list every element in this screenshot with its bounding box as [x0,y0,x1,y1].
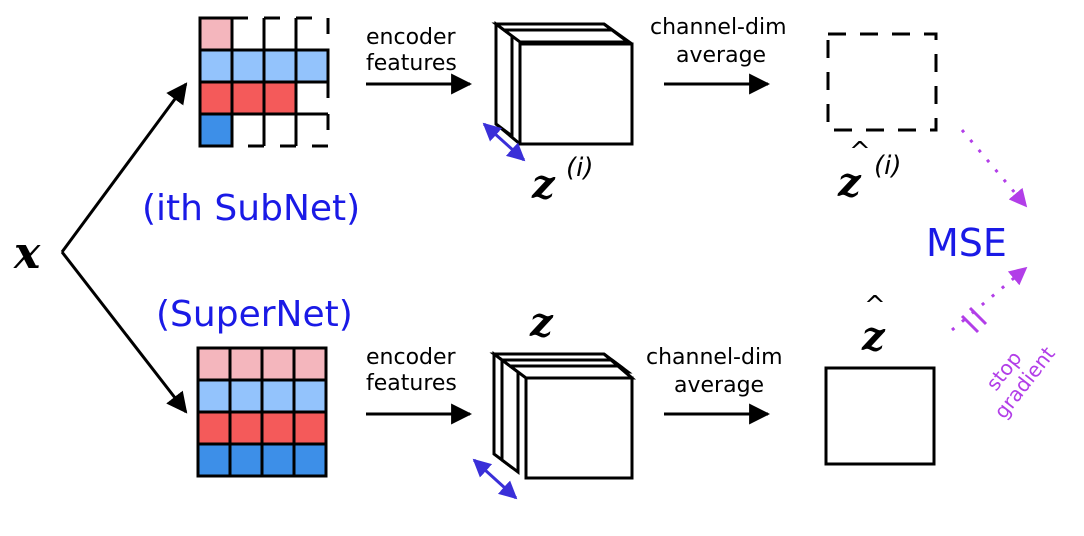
zhat-super-symbol: z [861,313,886,360]
grid-cell [294,112,330,148]
grid-cell [228,442,264,478]
mse-label: MSE [926,221,1007,265]
grid-cell [262,112,298,148]
grid-cell [198,80,234,116]
grid-cell [262,80,298,116]
grid-cell [292,410,328,446]
grid-cell [294,80,330,116]
grid-cell [230,112,266,148]
grid-cell [230,48,266,84]
zhat-super-box [824,366,936,466]
input-x-symbol: x [13,228,41,279]
zhat-sub-superscript: (i) [874,151,902,181]
encoder-label-bot-2: features [366,371,457,396]
grid-cell [262,48,298,84]
branch-arrow-bottom [60,251,188,414]
z-super-symbol: z [529,299,554,346]
grid-cell [228,410,264,446]
grid-cell [198,16,234,52]
subnet-feature-stack [491,21,634,146]
grid-cell [196,442,232,478]
feature-slice-front [518,42,634,146]
zhat-sub-dashed-box [826,32,938,132]
grid-cell [230,80,266,116]
grid-cell [230,16,266,52]
encoder-label-top-1: encoder [366,25,457,50]
mse-arrow-bottom [951,266,1028,332]
grid-cell [196,410,232,446]
subnet-weight-grid [198,16,330,148]
branch-arrow-top [60,82,188,253]
grid-cell [196,346,232,382]
grid-cell [260,378,296,414]
feature-slice-front [524,376,634,480]
grid-cell [262,16,298,52]
supernet-weight-grid [196,346,328,478]
feature-slice-mid2 [505,364,637,380]
channel-dim-arrow-top [482,122,526,162]
grid-cell [198,112,234,148]
grid-cell [260,442,296,478]
grid-cell [294,48,330,84]
grid-cell [228,378,264,414]
subnet-label: (ith SubNet) [142,188,360,229]
avg-label-bot-1: channel-dim [646,345,783,370]
feature-slice-mid [499,28,633,44]
grid-cell [228,346,264,382]
zhat-sub-symbol: z [837,159,862,206]
zhat-sub-hat: ^ [849,137,871,167]
grid-cell [198,48,234,84]
stop-gradient-icon [960,306,988,334]
encoder-label-top-2: features [366,51,457,76]
feature-edge [603,22,633,46]
grid-cell [292,378,328,414]
supernet-label: (SuperNet) [156,294,353,335]
grid-cell [260,410,296,446]
avg-label-top-2: average [676,43,766,68]
z-sub-superscript: (i) [566,153,594,183]
channel-dim-arrow-bottom [472,458,518,500]
mse-arrow-top [960,129,1028,208]
avg-label-top-1: channel-dim [650,15,787,40]
encoder-label-bot-1: encoder [366,345,457,370]
z-sub-symbol: z [531,161,556,208]
grid-cell [294,16,330,52]
grid-cell [196,378,232,414]
supernet-feature-stack [489,351,637,480]
grid-cell [292,346,328,382]
zhat-super-hat: ^ [864,291,886,321]
grid-cell [292,442,328,478]
avg-label-bot-2: average [674,373,764,398]
grid-cell [260,346,296,382]
feature-edge [603,352,633,380]
